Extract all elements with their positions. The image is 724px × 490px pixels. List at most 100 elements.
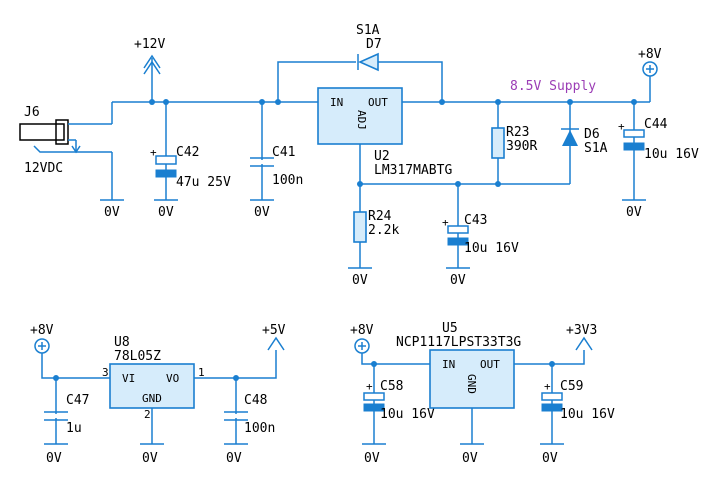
- u5-pin-gnd: GND: [465, 374, 478, 394]
- u5-ref: U5: [442, 321, 458, 336]
- u2-value: LM317MABTG: [374, 163, 452, 178]
- c42-plus: +: [150, 146, 157, 159]
- ground-c42-label: 0V: [158, 205, 174, 220]
- wire-u5-out: [514, 350, 585, 365]
- u8-ref: U8: [114, 335, 130, 350]
- r24-value: 2.2k: [368, 223, 399, 238]
- c48-capacitor: [224, 411, 248, 421]
- junction-dot: [455, 181, 461, 187]
- c42-ref: C42: [176, 145, 199, 160]
- c43-ref: C43: [464, 213, 487, 228]
- wire-u8-out: [194, 350, 277, 379]
- junction-dot: [495, 99, 501, 105]
- u8-value: 78L05Z: [114, 349, 161, 364]
- u8-pin-vi: VI: [122, 372, 135, 385]
- c59-value: 10u 16V: [560, 407, 615, 422]
- u8-pin-gnd: GND: [142, 392, 162, 405]
- ground-c47-label: 0V: [46, 451, 62, 466]
- power-8v-top-symbol: [642, 61, 658, 102]
- junction-dot: [567, 99, 573, 105]
- r23-resistor: [491, 127, 505, 159]
- c47-capacitor: [44, 411, 68, 421]
- power-12v-symbol: [143, 54, 161, 102]
- u5-value: NCP1117LPST33T3G: [396, 335, 521, 350]
- j6-connector: [19, 102, 113, 200]
- u2-regulator: [317, 87, 403, 145]
- r24-resistor: [353, 211, 367, 243]
- junction-dot: [149, 99, 155, 105]
- ground-c48-label: 0V: [226, 451, 242, 466]
- ground-c43-label: 0V: [450, 273, 466, 288]
- c47-value: 1u: [66, 421, 82, 436]
- junction-dot: [259, 99, 265, 105]
- c47-ref: C47: [66, 393, 89, 408]
- ground-u5-label: 0V: [462, 451, 478, 466]
- u2-ref: U2: [374, 149, 390, 164]
- u2-pin-out: OUT: [368, 96, 388, 109]
- u8-pin-vo: VO: [166, 372, 179, 385]
- c48-ref: C48: [244, 393, 267, 408]
- u8-regulator: [109, 363, 195, 409]
- d6-diode: [561, 128, 579, 146]
- c59-ref: C59: [560, 379, 583, 394]
- c43-plus: +: [442, 216, 449, 229]
- u8-num-gnd: 2: [144, 408, 151, 421]
- junction-dot: [163, 99, 169, 105]
- power-8v-mid-label: +8V: [350, 323, 374, 338]
- j6-ref: J6: [24, 105, 40, 120]
- ground-c59-label: 0V: [542, 451, 558, 466]
- u2-pin-in: IN: [330, 96, 343, 109]
- net-label-8v5: 8.5V Supply: [510, 79, 596, 94]
- junction-dot: [549, 361, 555, 367]
- c42-capacitor: [155, 155, 177, 178]
- c43-value: 10u 16V: [464, 241, 519, 256]
- c41-capacitor: [250, 157, 274, 167]
- power-8v-left-label: +8V: [30, 323, 54, 338]
- junction-dot: [233, 375, 239, 381]
- r23-value: 390R: [506, 139, 537, 154]
- d7-diode: [356, 52, 379, 72]
- power-8v-top-label: +8V: [638, 47, 662, 62]
- d7-value: S1A: [356, 23, 380, 38]
- u5-regulator: [429, 349, 515, 409]
- r23-ref: R23: [506, 125, 529, 140]
- c58-ref: C58: [380, 379, 403, 394]
- power-5v-label: +5V: [262, 323, 286, 338]
- c41-ref: C41: [272, 145, 295, 160]
- d7-ref: D7: [366, 37, 382, 52]
- c44-value: 10u 16V: [644, 147, 699, 162]
- c44-plus: +: [618, 120, 625, 133]
- junction-dot: [495, 181, 501, 187]
- c44-ref: C44: [644, 117, 668, 132]
- c58-plus: +: [366, 380, 373, 393]
- c59-capacitor: [541, 392, 563, 412]
- d6-ref: D6: [584, 127, 600, 142]
- c43-capacitor: [447, 225, 469, 246]
- u2-pin-adj: ADJ: [355, 110, 368, 130]
- junction-dot: [371, 361, 377, 367]
- power-3v3-symbol: [575, 336, 593, 351]
- power-5v-symbol: [267, 336, 285, 351]
- j6-value: 12VDC: [24, 161, 63, 176]
- power-8v-mid-symbol: [354, 338, 430, 365]
- ground-u8-label: 0V: [142, 451, 158, 466]
- ground-c41-label: 0V: [254, 205, 270, 220]
- c48-value: 100n: [244, 421, 275, 436]
- ground-j6-label: 0V: [104, 205, 120, 220]
- junction-dot: [357, 181, 363, 187]
- c59-plus: +: [544, 380, 551, 393]
- ground-c44-label: 0V: [626, 205, 642, 220]
- r24-ref: R24: [368, 209, 392, 224]
- c58-value: 10u 16V: [380, 407, 435, 422]
- d6-value: S1A: [584, 141, 608, 156]
- u8-num-vi: 3: [102, 366, 109, 379]
- power-12v-label: +12V: [134, 37, 165, 52]
- c58-capacitor: [363, 392, 385, 412]
- power-8v-left-symbol: [34, 338, 110, 379]
- ground-r24-label: 0V: [352, 273, 368, 288]
- u5-pin-out: OUT: [480, 358, 500, 371]
- u8-num-vo: 1: [198, 366, 205, 379]
- junction-dot: [439, 99, 445, 105]
- power-3v3-label: +3V3: [566, 323, 597, 338]
